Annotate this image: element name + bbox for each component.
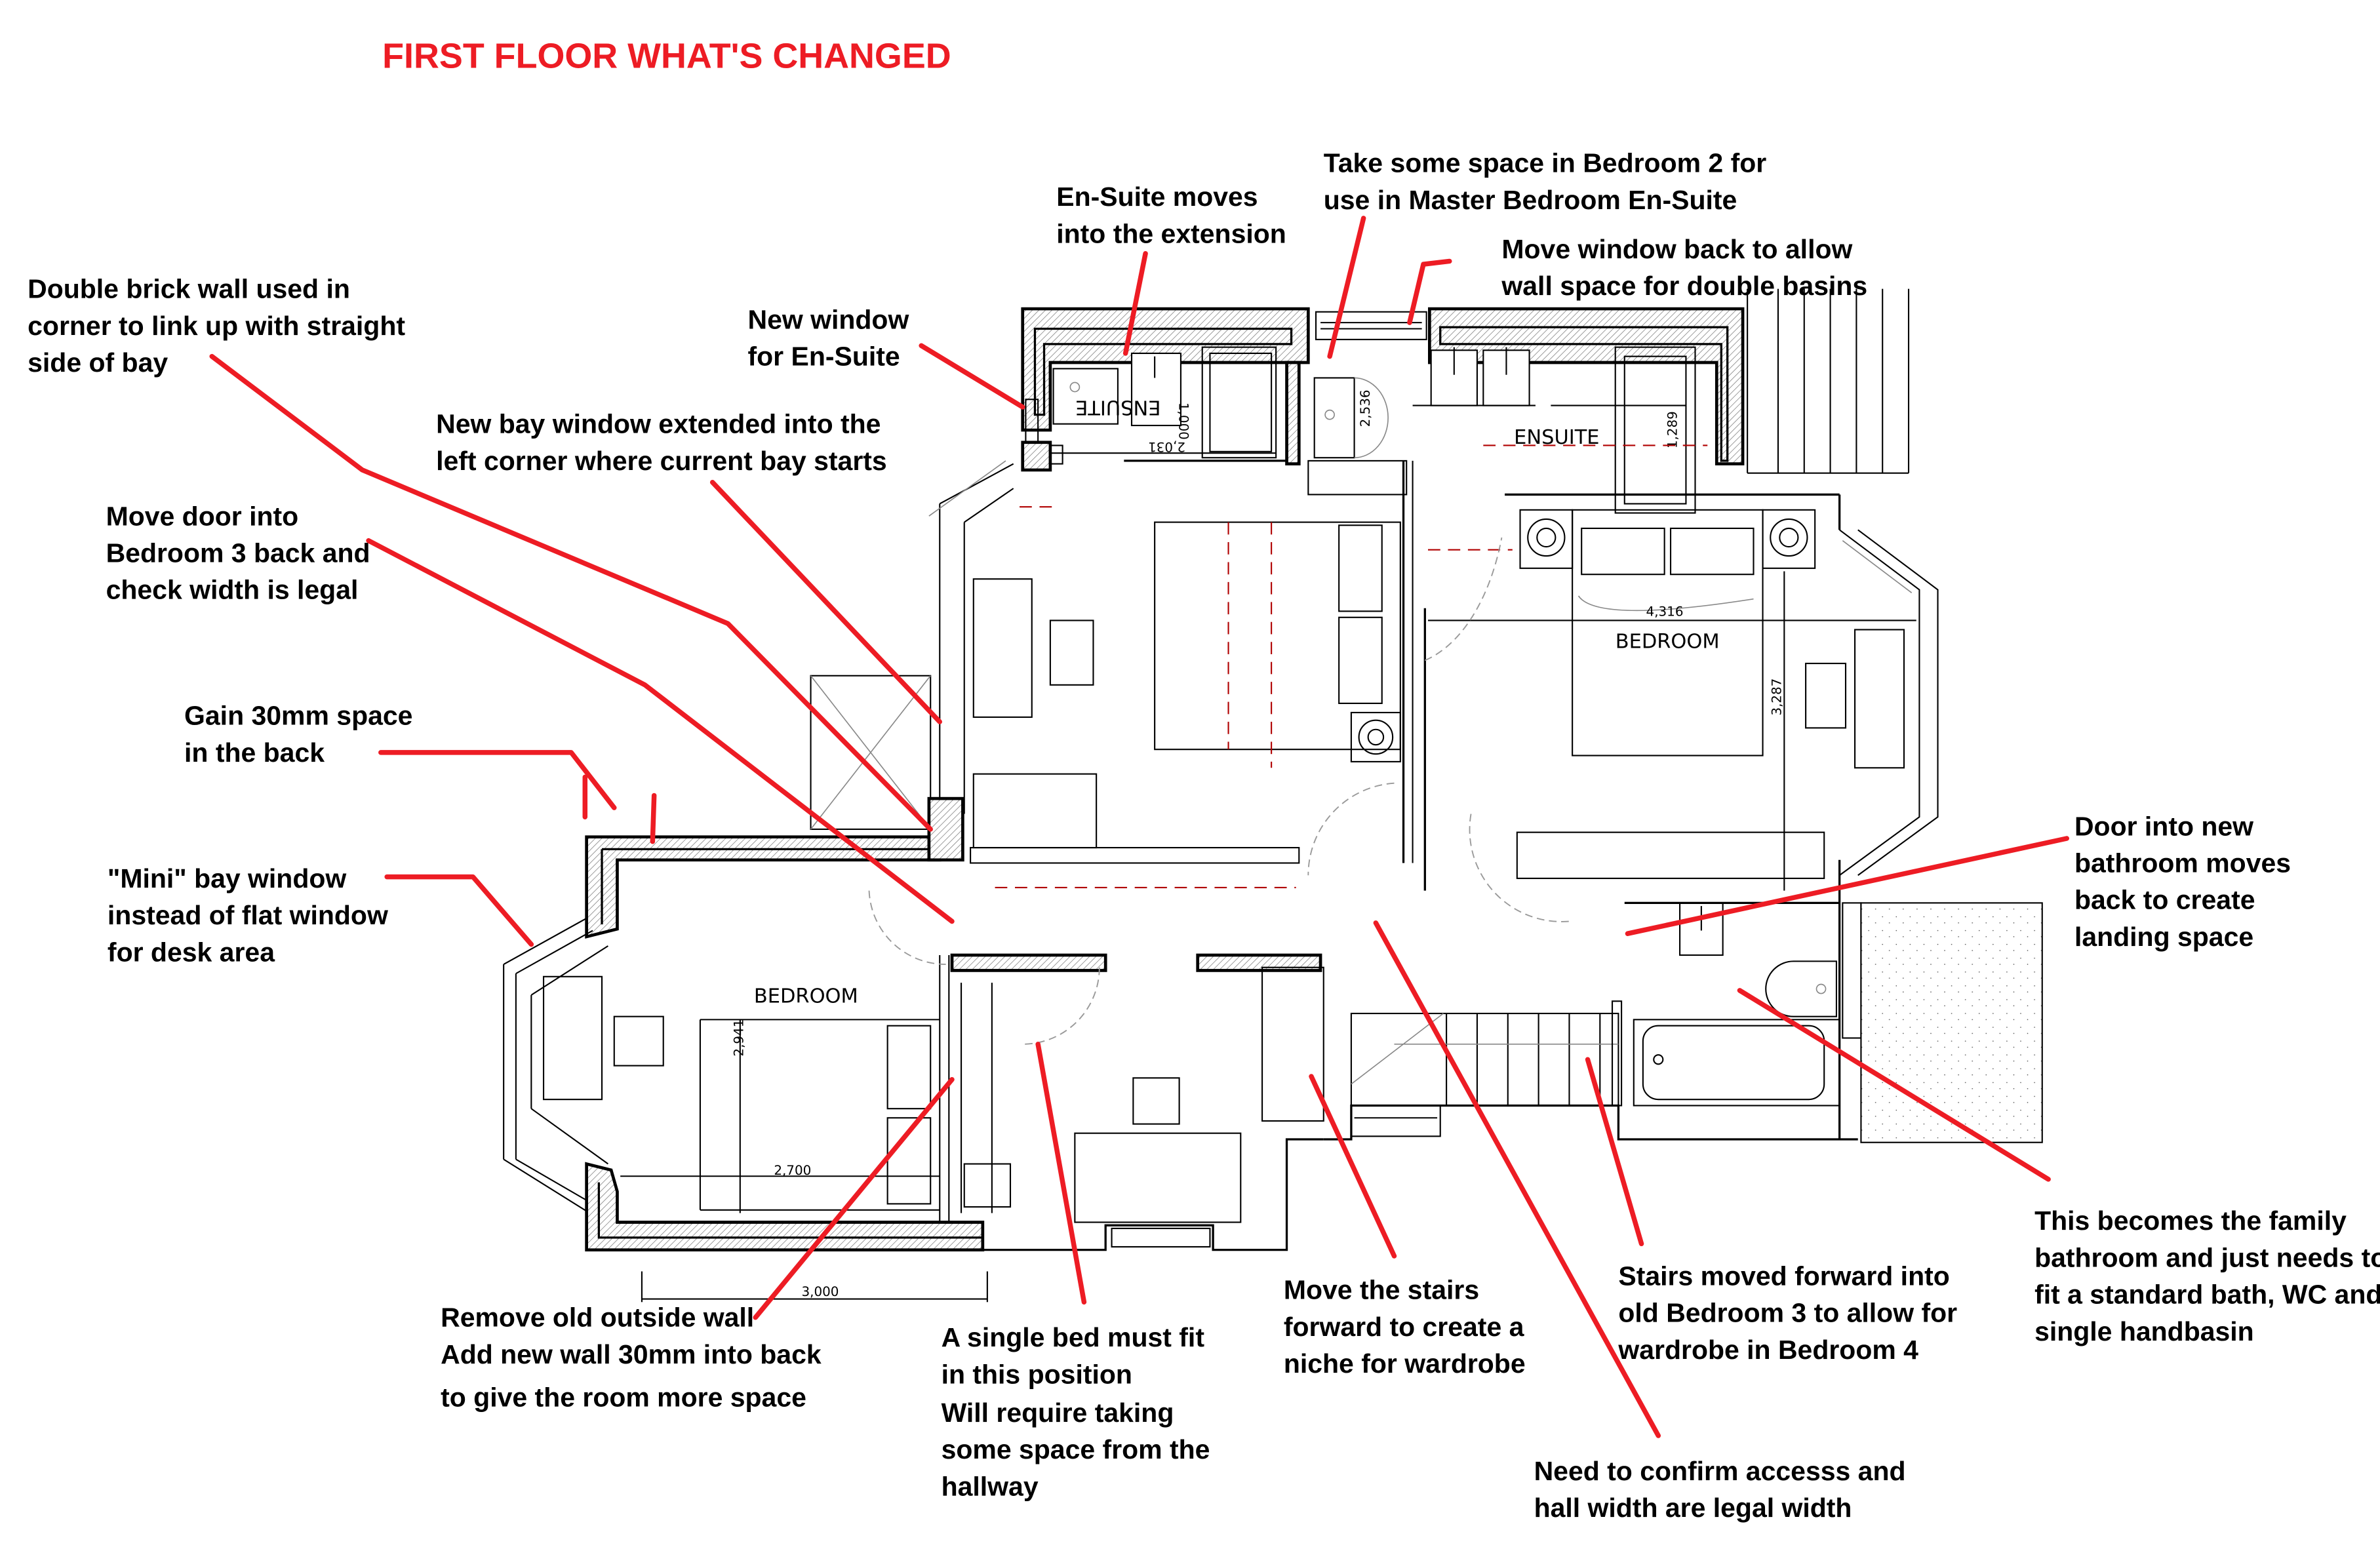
annotation-stairs-moved-forward: Stairs moved forward into old Bedroom 3 … bbox=[1617, 1261, 1964, 1365]
hallway-single-bed bbox=[950, 953, 1324, 1251]
bedroom-small: BEDROOM 2,941 2,700 bbox=[503, 890, 985, 1251]
leader-new-bay-window bbox=[709, 479, 943, 724]
leader-ensuite-moves bbox=[1122, 250, 1148, 356]
annotation-single-bed: A single bed must fit in this position W… bbox=[942, 1322, 1218, 1501]
staircase bbox=[1323, 1000, 1858, 1141]
leader-move-stairs bbox=[1309, 1074, 1397, 1259]
room-label-ensuite-left: ENSUITE bbox=[1075, 396, 1160, 419]
exterior-deck-lines bbox=[1747, 288, 1910, 474]
dim-master-depth: 3,287 bbox=[1770, 678, 1785, 716]
dim-ensuite-left-width: 2,031 bbox=[1148, 439, 1185, 454]
dim-ensuite-right-shower: 1,289 bbox=[1665, 411, 1680, 448]
annotation-new-window-ensuite: New window for En-Suite bbox=[748, 304, 917, 371]
ensuite-right: 2,536 ENSUITE 1,289 bbox=[1313, 346, 1841, 530]
extension-wall-left bbox=[1021, 307, 1310, 432]
annotation-ensuite-moves: En-Suite moves into the extension bbox=[1056, 182, 1286, 248]
dim-master-width: 4,316 bbox=[1646, 604, 1684, 619]
family-bathroom bbox=[1624, 859, 2043, 1143]
leader-move-door-bedroom3 bbox=[366, 538, 955, 924]
annotation-take-space-bedroom2: Take some space in Bedroom 2 for use in … bbox=[1324, 148, 1774, 215]
leader-new-window-ensuite bbox=[919, 343, 1025, 410]
annotation-double-brick-wall: Double brick wall used in corner to link… bbox=[28, 274, 412, 378]
dim-line-bottom: 3,000 bbox=[641, 1271, 988, 1303]
leader-gain-30mm-tick-2 bbox=[650, 793, 657, 844]
annotation-move-door-bedroom3: Move door into Bedroom 3 back and check … bbox=[106, 501, 378, 604]
leader-double-brick-wall bbox=[209, 353, 933, 832]
window-ensuite-side bbox=[1021, 399, 1063, 472]
leader-confirm-access bbox=[1373, 920, 1661, 1438]
leader-gain-30mm bbox=[378, 750, 617, 810]
master-bedroom: 4,316 BEDROOM 3,287 bbox=[1424, 509, 1939, 922]
dim-overall-bottom: 3,000 bbox=[801, 1284, 839, 1299]
leader-remove-old-wall bbox=[753, 1076, 955, 1320]
annotation-confirm-access: Need to confirm accesss and hall width a… bbox=[1534, 1456, 1913, 1523]
room-label-master-bedroom: BEDROOM bbox=[1616, 631, 1720, 654]
dim-ensuite-right-corridor: 2,536 bbox=[1358, 389, 1373, 427]
floor-plan: ENSUITE 1,000 2,031 2,536 ENSUITE 1,289 bbox=[503, 288, 2043, 1303]
leader-family-bathroom bbox=[1737, 988, 2051, 1182]
dim-small-width: 2,700 bbox=[774, 1163, 811, 1178]
annotation-gain-30mm: Gain 30mm space in the back bbox=[184, 701, 420, 768]
annotation-remove-old-wall: Remove old outside wall Add new wall 30m… bbox=[441, 1303, 829, 1413]
annotation-new-bay-window: New bay window extended into the left co… bbox=[436, 409, 888, 476]
leader-move-window-back bbox=[1407, 258, 1452, 325]
leader-stairs-moved-forward bbox=[1585, 1057, 1644, 1247]
dim-ensuite-left-depth: 1,000 bbox=[1176, 402, 1191, 440]
leader-mini-bay-window bbox=[384, 874, 534, 947]
annotation-mini-bay-window: "Mini" bay window instead of flat window… bbox=[108, 863, 395, 967]
dim-small-depth: 2,941 bbox=[731, 1019, 746, 1057]
leader-lines bbox=[209, 216, 2069, 1438]
leader-door-new-bathroom bbox=[1625, 836, 2069, 936]
leader-single-bed bbox=[1035, 1042, 1087, 1305]
page-title: FIRST FLOOR WHAT'S CHANGED bbox=[382, 36, 951, 75]
room-label-bedroom-small: BEDROOM bbox=[754, 985, 858, 1008]
annotation-family-bathroom: This becomes the family bathroom and jus… bbox=[2034, 1206, 2380, 1346]
leader-take-space-bedroom2 bbox=[1327, 216, 1366, 359]
ensuite-left: ENSUITE 1,000 2,031 bbox=[1050, 346, 1301, 465]
wall-rear-bedroom3 bbox=[585, 675, 964, 939]
annotation-move-window-back: Move window back to allow wall space for… bbox=[1501, 234, 1867, 301]
annotations: Double brick wall used in corner to link… bbox=[28, 148, 2380, 1523]
central-partition bbox=[1307, 460, 1426, 891]
bedroom-2 bbox=[928, 460, 1401, 889]
annotation-door-new-bathroom: Door into new bathroom moves back to cre… bbox=[2074, 811, 2298, 952]
annotation-move-stairs: Move the stairs forward to create a nich… bbox=[1284, 1275, 1532, 1379]
